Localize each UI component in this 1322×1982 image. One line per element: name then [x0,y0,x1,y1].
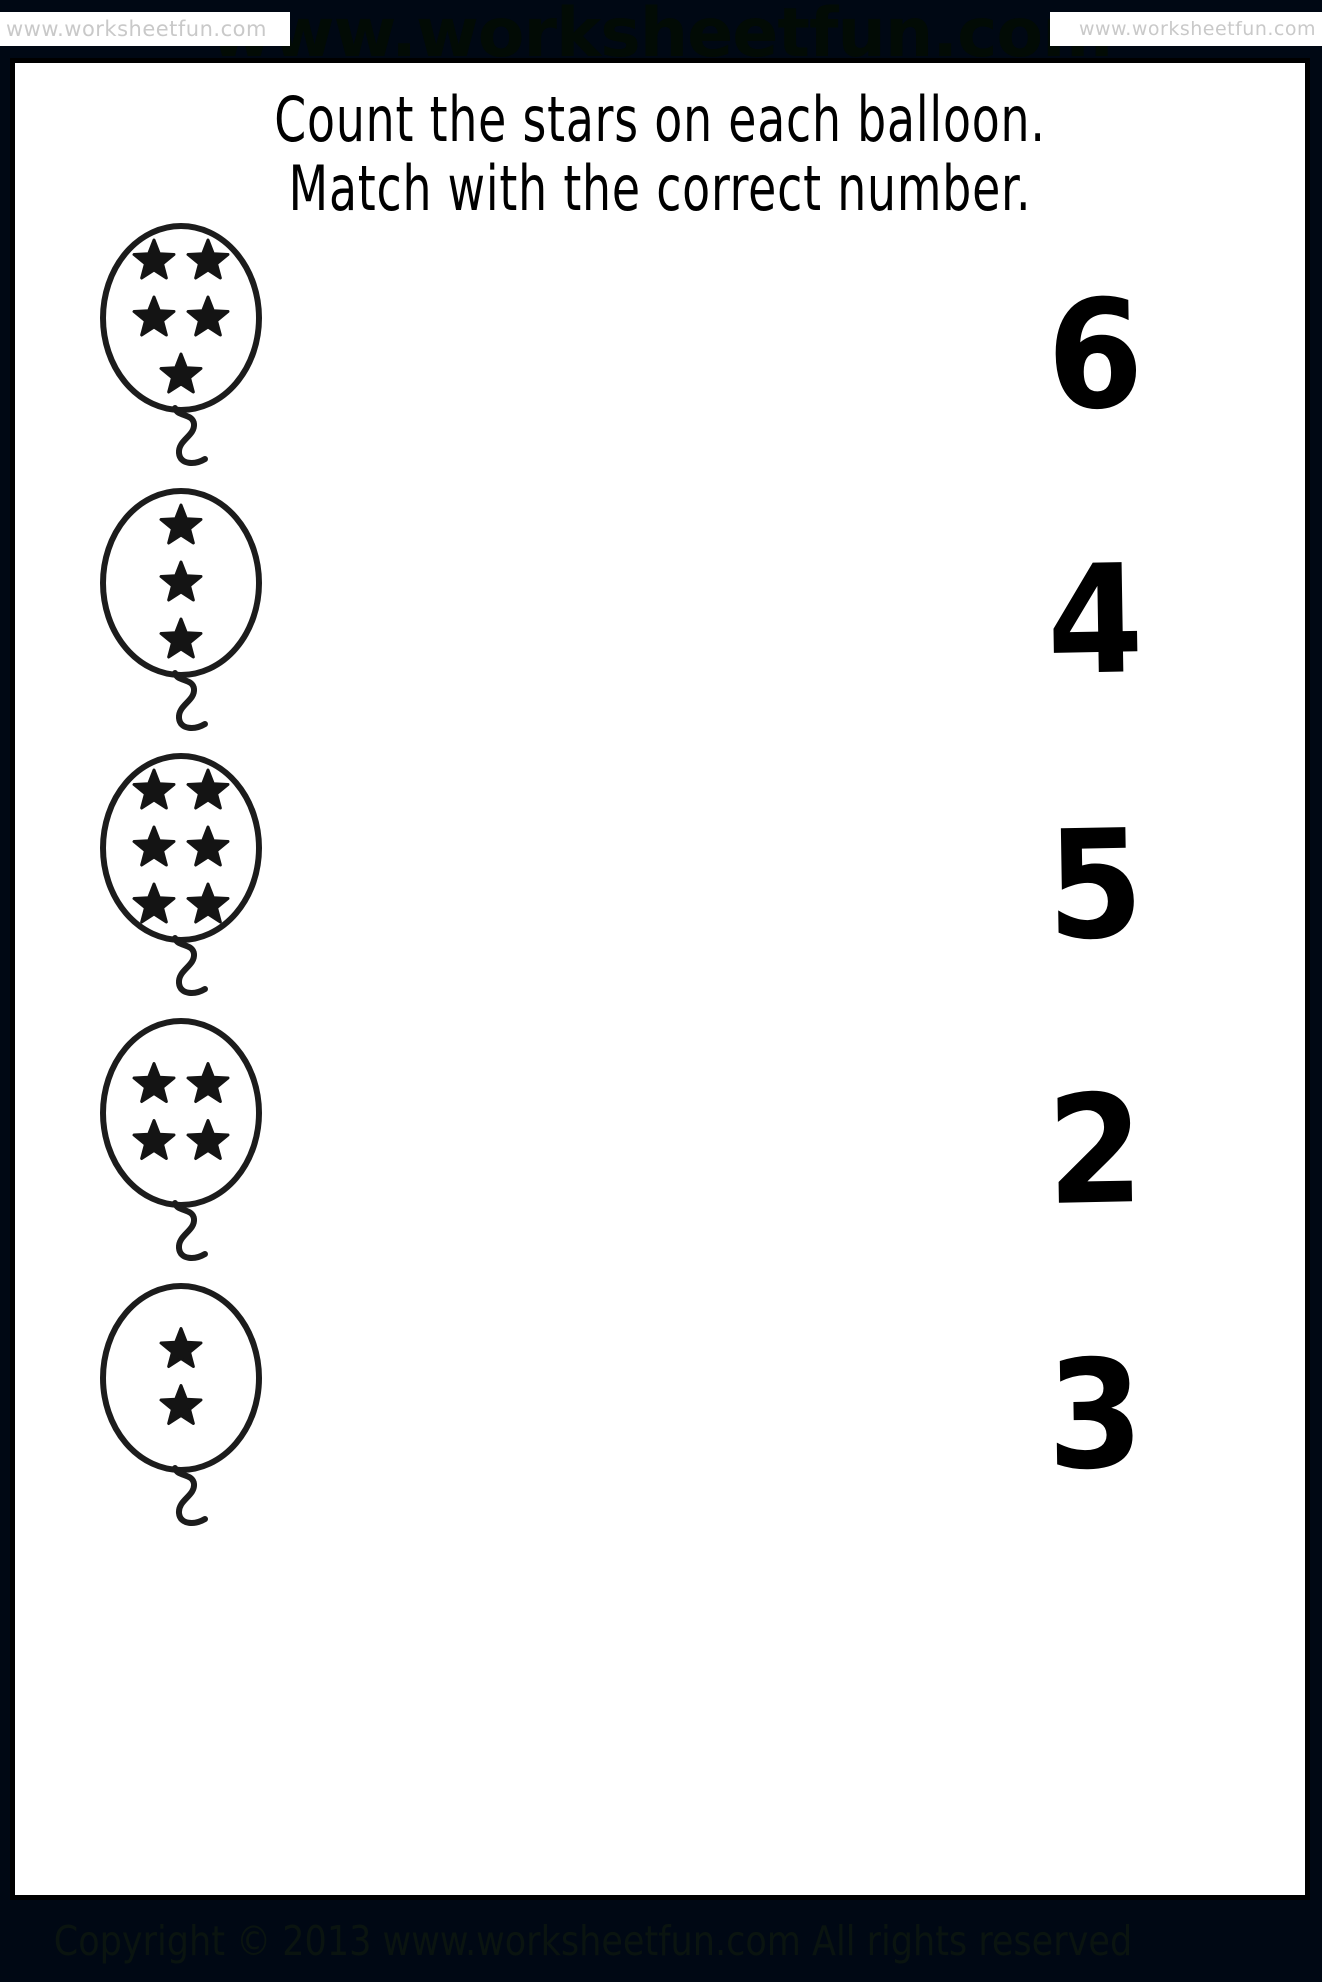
title-line-2: Match with the correct number. [288,152,1032,226]
number-label: 2 [1045,1062,1145,1239]
watermark-left-text: www.worksheetfun.com [6,17,267,41]
balloon-with-stars[interactable] [93,1283,293,1548]
balloon-with-stars[interactable] [93,1018,293,1283]
question-row: 4 [15,488,1305,753]
page-title: Count the stars on each balloon. Match w… [15,85,1305,224]
balloon-with-stars[interactable] [93,488,293,753]
watermark-right-box: www.worksheetfun.com [1050,12,1322,46]
balloon-with-stars[interactable] [93,223,293,488]
title-line-1: Count the stars on each balloon. [274,83,1046,156]
top-watermark-band: www.worksheetfun.com www.worksheetfun.co… [0,0,1322,73]
number-choice[interactable]: 3 [985,1283,1205,1548]
number-label: 5 [1045,797,1145,974]
question-row: 3 [15,1283,1305,1548]
number-label: 3 [1045,1327,1145,1504]
number-choice[interactable]: 5 [985,753,1205,1018]
question-row: 5 [15,753,1305,1018]
number-choice[interactable]: 4 [985,488,1205,753]
number-choice[interactable]: 2 [985,1018,1205,1283]
question-rows: 6 4 5 2 3 [15,223,1305,1548]
worksheet-page: Count the stars on each balloon. Match w… [10,58,1310,1900]
number-label: 6 [1045,267,1145,444]
watermark-right-text: www.worksheetfun.com [1078,18,1316,40]
question-row: 6 [15,223,1305,488]
number-choice[interactable]: 6 [985,223,1205,488]
balloon-with-stars[interactable] [93,753,293,1018]
watermark-left-box: www.worksheetfun.com [0,12,290,46]
question-row: 2 [15,1018,1305,1283]
copyright-text: Copyright © 2013 www.worksheetfun.com Al… [53,1917,1133,1965]
number-label: 4 [1045,532,1145,709]
footer-copyright-bar: Copyright © 2013 www.worksheetfun.com Al… [0,1900,1322,1982]
